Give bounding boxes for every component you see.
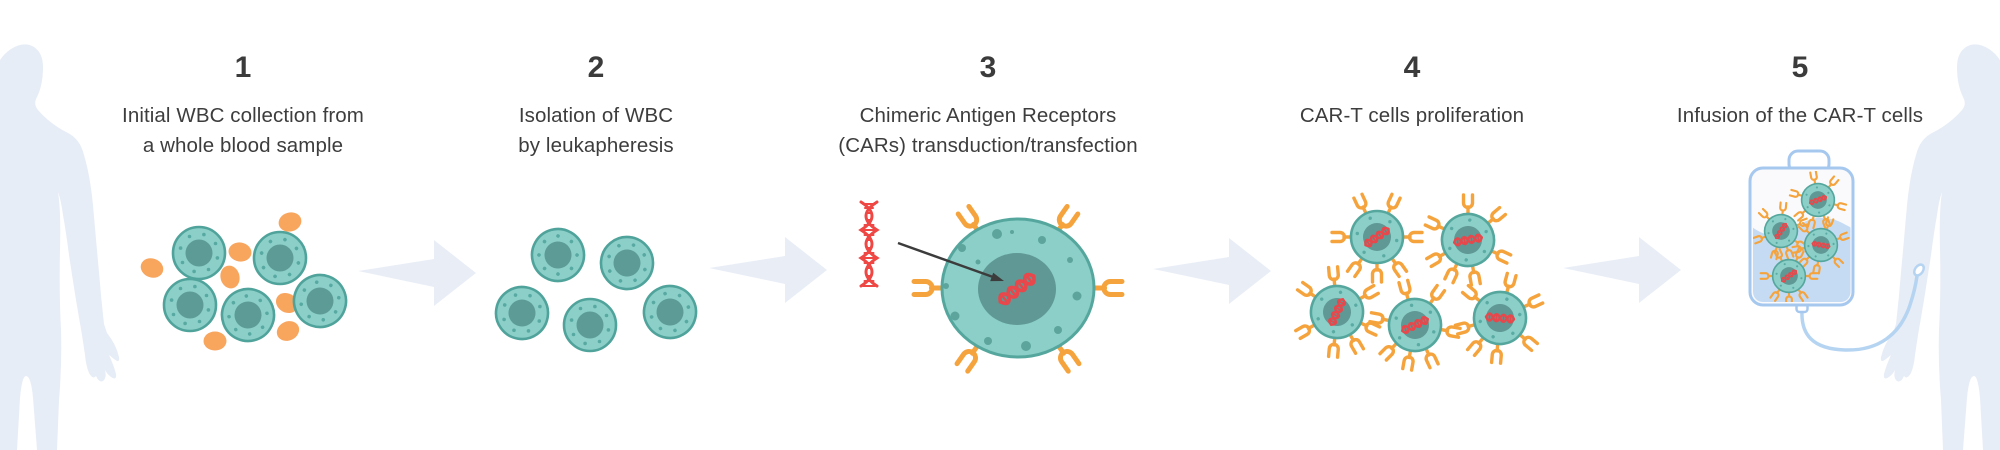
step-5-number: 5 — [1791, 51, 1809, 84]
flow-arrow-3 — [1153, 238, 1271, 304]
step2-illustration — [490, 218, 707, 353]
step-1-number: 1 — [234, 51, 252, 84]
wbc-cell-icon — [162, 277, 218, 333]
car-t-cell-icon — [1332, 194, 1422, 282]
platelet-icon — [203, 331, 227, 351]
step-3-title: Chimeric Antigen Receptors (CARs) transd… — [788, 101, 1188, 161]
step-3-number: 3 — [979, 51, 997, 84]
wbc-cell-icon — [633, 275, 707, 349]
step-2-number: 2 — [587, 51, 605, 84]
step-4-title-line1: CAR-T cells proliferation — [1299, 104, 1525, 127]
step-3-title-line1: Chimeric Antigen Receptors — [859, 104, 1117, 127]
step-2-title-line1: Isolation of WBC — [518, 104, 674, 127]
step-4-title: CAR-T cells proliferation — [1212, 101, 1612, 131]
step-1-title-line1: Initial WBC collection from — [122, 104, 364, 127]
step-2-title: Isolation of WBC by leukapheresis — [396, 101, 796, 161]
infusion-tube — [1800, 274, 1919, 352]
transfection-arrow-icon — [897, 241, 1004, 282]
step-4-number: 4 — [1403, 51, 1421, 84]
infusion-bag-icon — [1748, 149, 1855, 314]
step3-illustration — [858, 200, 1122, 371]
flow-arrow-1 — [358, 240, 476, 306]
wbc-cell-icon — [589, 225, 665, 301]
flow-arrow-2 — [709, 237, 827, 303]
step1-illustration — [137, 209, 355, 351]
wbc-cell-icon — [171, 225, 227, 281]
step-1-title-line2: a whole blood sample — [142, 134, 344, 157]
wbc-cell-icon — [562, 297, 618, 353]
step-1-title: Initial WBC collection from a whole bloo… — [43, 101, 443, 161]
flow-arrow-4 — [1563, 237, 1681, 303]
car-t-cell-icon — [1408, 182, 1527, 300]
platelet-icon — [137, 255, 167, 281]
wbc-cell-icon — [490, 281, 554, 345]
car-t-cell-large-icon — [914, 206, 1122, 371]
step-2-title-line2: by leukapheresis — [518, 134, 674, 157]
step-5-title: Infusion of the CAR-T cells — [1600, 101, 2000, 131]
tube-connector-icon — [1912, 263, 1926, 277]
platelet-icon — [227, 240, 253, 264]
step-3-title-line2: (CARs) transduction/transfection — [838, 134, 1138, 157]
platelet-icon — [273, 317, 303, 345]
step5-illustration — [1748, 149, 1926, 352]
platelet-icon — [276, 209, 304, 235]
wbc-cell-icon — [521, 218, 595, 292]
dna-helix-icon — [858, 200, 880, 288]
step4-illustration — [1277, 182, 1562, 381]
step-5-title-line1: Infusion of the CAR-T cells — [1676, 104, 1924, 127]
